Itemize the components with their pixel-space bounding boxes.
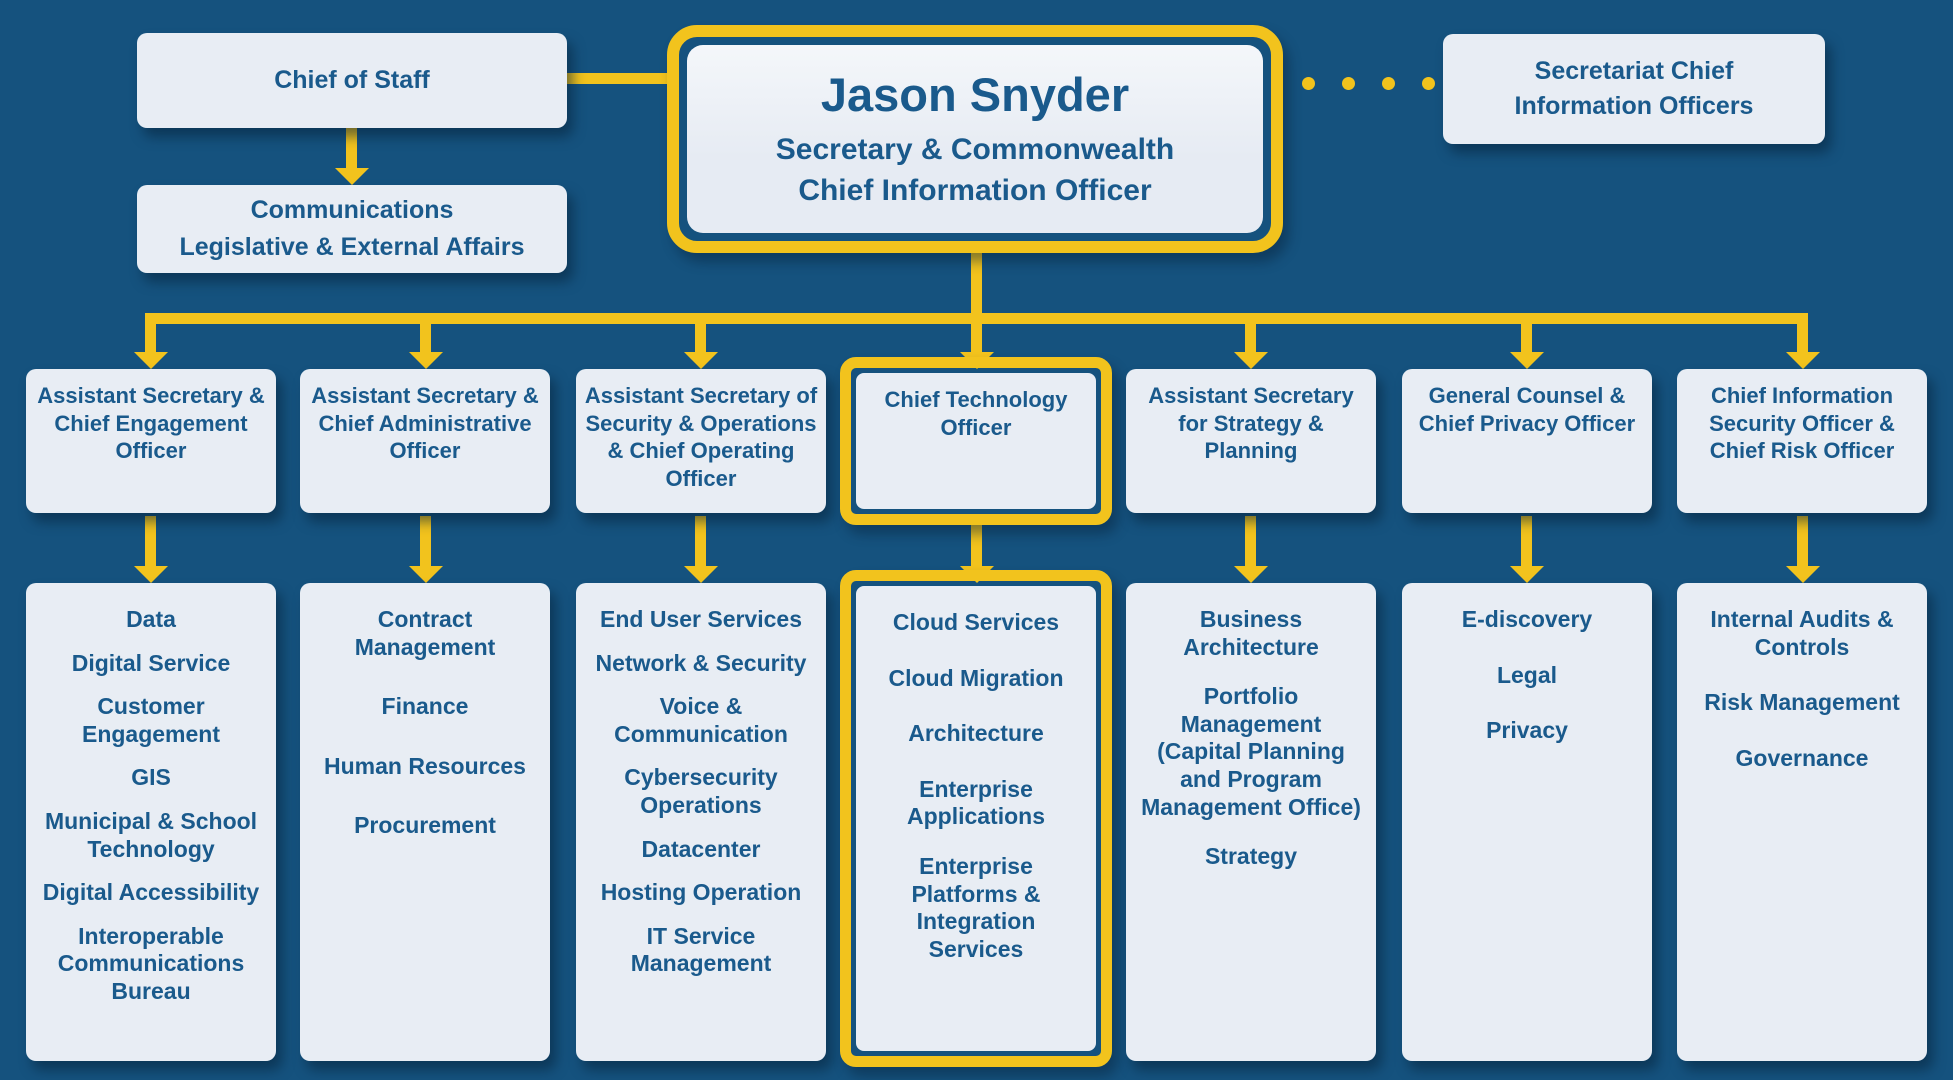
leader-title-line2: Chief Information Officer [798, 173, 1152, 207]
dept-list-item: Cloud Migration [888, 664, 1064, 691]
dept-list-box-4: Cloud Services Cloud Migration Architect… [856, 586, 1096, 1051]
dotted-connector-dot [1422, 77, 1435, 90]
connector-leader-trunk [971, 250, 982, 316]
secretariat-line1: Secretariat Chief [1534, 57, 1734, 85]
connector-arrow-list-col3 [695, 516, 706, 566]
dept-list-item: Interoperable Communications Bureau [57, 922, 245, 1004]
connector-chief-of-staff-to-leader [563, 73, 670, 84]
leader-box-inner: Jason Snyder Secretary & Commonwealth Ch… [687, 45, 1263, 233]
connector-arrow-list-col7 [1797, 516, 1808, 566]
dept-head-title: Assistant Secretary & Chief Administrati… [311, 383, 539, 463]
dept-list-item: E-discovery [1461, 606, 1593, 632]
dept-list-item: Procurement [354, 812, 496, 839]
connector-arrow-col2 [420, 324, 431, 352]
dept-head-box-4: Chief Technology Officer [856, 373, 1096, 509]
dept-list-item: GIS [131, 764, 171, 791]
dept-list-item: Internal Audits & Controls [1710, 606, 1894, 660]
dept-head-box-1: Assistant Secretary & Chief Engagement O… [26, 369, 276, 513]
dept-list-item: Business Architecture [1183, 606, 1319, 660]
dept-list-item: Voice & Communication [614, 693, 788, 747]
dept-list-item: Risk Management [1704, 689, 1900, 716]
dept-list-item: IT Service Management [630, 922, 772, 977]
dept-list-item: End User Services [599, 606, 802, 632]
dept-list-item: Portfolio Management (Capital Planning a… [1141, 683, 1361, 820]
dept-head-title: Assistant Secretary & Chief Engagement O… [37, 383, 265, 463]
connector-arrow-col1 [145, 318, 156, 352]
dept-list-box-6: E-discovery Legal Privacy [1402, 583, 1652, 1061]
dept-list-item: Hosting Operation [600, 879, 802, 906]
dept-head-title: Assistant Secretary of Security & Operat… [584, 383, 818, 491]
dept-head-box-7: Chief Information Security Officer & Chi… [1677, 369, 1927, 513]
dept-head-box-2: Assistant Secretary & Chief Administrati… [300, 369, 550, 513]
communications-line2: Legislative & External Affairs [179, 233, 525, 261]
chief-of-staff-label: Chief of Staff [274, 65, 430, 94]
dept-list-item: Cloud Services [892, 609, 1060, 635]
dept-list-item: Governance [1735, 744, 1869, 771]
dept-head-title: Assistant Secretary for Strategy & Plann… [1148, 383, 1354, 463]
dept-list-item: Strategy [1204, 843, 1298, 870]
connector-arrow-col4 [971, 324, 982, 352]
dept-list-box-7: Internal Audits & Controls Risk Manageme… [1677, 583, 1927, 1061]
dept-list-item: Privacy [1486, 717, 1568, 744]
connector-arrow-col7 [1797, 318, 1808, 352]
dept-head-box-5: Assistant Secretary for Strategy & Plann… [1126, 369, 1376, 513]
dept-list-item: Enterprise Platforms & Integration Servi… [911, 852, 1041, 962]
dept-head-highlight-cto: Chief Technology Officer [840, 357, 1112, 525]
dept-list-item: Digital Service [71, 649, 231, 676]
dept-list-item: Datacenter [641, 835, 761, 862]
connector-arrow-col3 [695, 324, 706, 352]
chief-of-staff-box: Chief of Staff [137, 33, 567, 128]
connector-arrow-list-col4 [971, 523, 982, 566]
dept-list-item: Contract Management [354, 606, 496, 660]
communications-line1: Communications [250, 195, 454, 224]
communications-box: Communications Legislative & External Af… [137, 185, 567, 273]
dept-list-item: Finance [381, 693, 469, 720]
dept-head-box-6: General Counsel & Chief Privacy Officer [1402, 369, 1652, 513]
dept-list-box-1: Data Digital Service Customer Engagement… [26, 583, 276, 1061]
connector-trunk-horizontal [145, 313, 1808, 324]
dept-head-title: General Counsel & Chief Privacy Officer [1418, 383, 1636, 436]
dept-list-item: Human Resources [324, 752, 526, 779]
dotted-connector-dot [1382, 77, 1395, 90]
connector-arrow-col6 [1521, 324, 1532, 352]
connector-arrow-chief-to-communications [346, 128, 357, 168]
dept-head-box-3: Assistant Secretary of Security & Operat… [576, 369, 826, 513]
dept-list-item: Municipal & School Technology [44, 807, 258, 862]
leader-box: Jason Snyder Secretary & Commonwealth Ch… [667, 25, 1283, 253]
dept-list-box-5: Business Architecture Portfolio Manageme… [1126, 583, 1376, 1061]
secretariat-line2: Information Officers [1514, 92, 1754, 120]
dept-head-title: Chief Information Security Officer & Chi… [1709, 383, 1895, 463]
leader-name: Jason Snyder [820, 68, 1130, 121]
dept-list-item: Legal [1496, 661, 1558, 688]
dept-list-item: Cybersecurity Operations [624, 764, 778, 818]
connector-arrow-list-col2 [420, 516, 431, 566]
connector-arrow-list-col6 [1521, 516, 1532, 566]
dept-head-title: Chief Technology Officer [884, 387, 1068, 440]
dept-list-box-2: Contract Management Finance Human Resour… [300, 583, 550, 1061]
secretariat-box: Secretariat Chief Information Officers [1443, 34, 1825, 144]
dept-list-item: Data [126, 606, 176, 632]
dept-list-item: Customer Engagement [81, 693, 221, 747]
dept-list-item: Digital Accessibility [42, 879, 260, 906]
connector-arrow-list-col1 [145, 516, 156, 566]
dept-list-item: Architecture [908, 720, 1044, 747]
connector-arrow-list-col5 [1245, 516, 1256, 566]
dept-list-item: Enterprise Applications [906, 775, 1045, 830]
dotted-connector-dot [1342, 77, 1355, 90]
connector-arrow-col5 [1245, 324, 1256, 352]
dept-list-box-3: End User Services Network & Security Voi… [576, 583, 826, 1061]
dept-list-highlight-cto: Cloud Services Cloud Migration Architect… [840, 570, 1112, 1067]
dotted-connector-dot [1302, 77, 1315, 90]
dept-list-item: Network & Security [595, 649, 807, 676]
leader-title-line1: Secretary & Commonwealth [775, 133, 1175, 166]
